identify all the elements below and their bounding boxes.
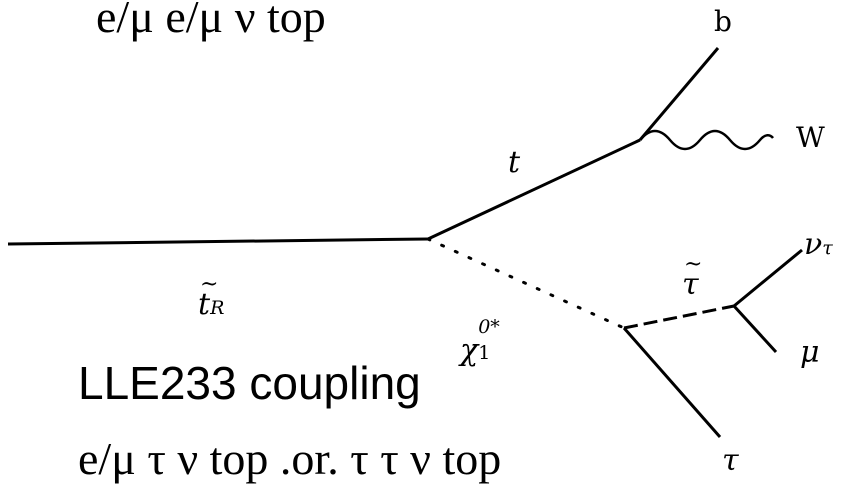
tau-label: τ (722, 443, 739, 478)
muon-label: μ (800, 335, 820, 370)
nu-tau-line (733, 248, 803, 308)
top-caption: e/μ e/μ ν top (96, 0, 326, 42)
b-quark-label: b (714, 5, 732, 38)
nu-tau-symbol: ν (804, 227, 823, 262)
tau-line (622, 327, 722, 438)
stau-label: τ (682, 254, 702, 300)
w-boson-label: W (796, 121, 825, 154)
muon-line (732, 304, 778, 354)
w-boson-line (639, 129, 774, 151)
stau-symbol: τ (682, 254, 702, 300)
b-quark-line (638, 47, 720, 141)
neutralino-line (426, 237, 626, 330)
top-label: t (508, 145, 521, 180)
neutralino-symbol: χ (460, 333, 479, 368)
stop-symbol: t (198, 274, 219, 320)
neutralino-superscript: 0* (478, 316, 500, 338)
stop-line (7, 237, 429, 246)
stop-subscript: R (210, 297, 225, 319)
nu-tau-label: ντ (804, 230, 833, 260)
nu-tau-subscript: τ (822, 237, 833, 259)
stau-line (623, 304, 735, 330)
stop-label: tR (198, 274, 225, 320)
coupling-title: LLE233 coupling (78, 357, 421, 409)
top-line (427, 138, 641, 241)
bottom-caption: e/μ τ ν top .or. τ τ ν top (78, 433, 502, 484)
neutralino-subscript: 1 (478, 342, 491, 364)
